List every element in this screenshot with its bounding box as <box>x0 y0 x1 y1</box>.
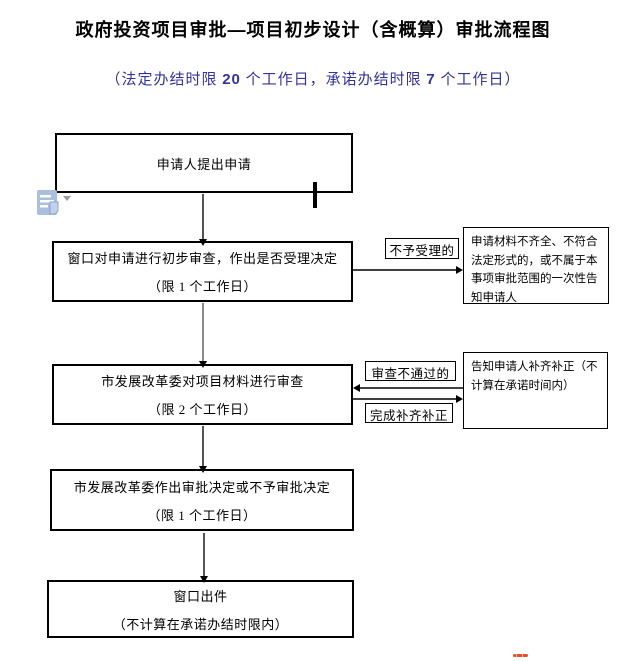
page-subtitle: （法定办结时限 20 个工作日，承诺办结时限 7 个工作日） <box>0 68 626 89</box>
connector-arrow-right-complete <box>353 394 463 403</box>
flow-box-decision-line2: （限 1 个工作日） <box>147 507 257 523</box>
subtitle-part1: （法定办结时限 <box>105 72 223 88</box>
connector-arrow-down-3 <box>199 426 207 473</box>
flow-box-decision-line1: 市发展改革委作出审批决定或不予审批决定 <box>73 479 331 495</box>
flow-box-material-review-line2: （限 2 个工作日） <box>147 402 257 417</box>
connector-arrow-down-1 <box>199 194 207 246</box>
arrowhead-down-icon <box>199 466 207 473</box>
chevron-down-icon <box>63 196 71 201</box>
label-not-accepted: 不予受理的 <box>385 238 459 259</box>
arrowhead-right-icon <box>456 265 463 274</box>
arrowhead-right-icon <box>456 394 463 403</box>
label-supplement-done: 完成补齐补正 <box>365 403 453 423</box>
spellcheck-squiggle-mark <box>513 654 528 657</box>
side-note-supplement: 告知申请人补齐补正（不计算在承诺时间内） <box>463 352 608 429</box>
subtitle-part3: 个工作日） <box>435 72 521 88</box>
side-note-supplement-text: 告知申请人补齐补正（不计算在承诺时间内） <box>471 361 598 392</box>
subtitle-days-legal: 20 <box>222 71 241 88</box>
paste-options-icon <box>37 190 71 215</box>
label-review-failed-text: 审查不通过的 <box>371 367 450 381</box>
label-supplement-done-text: 完成补齐补正 <box>369 409 448 423</box>
page-title: 政府投资项目审批—项目初步设计（含概算）审批流程图 <box>75 20 551 40</box>
flow-box-decision: 市发展改革委作出审批决定或不予审批决定 （限 1 个工作日） <box>50 469 354 531</box>
connector-arrow-left-fail <box>353 383 463 392</box>
flow-box-output-line1: 窗口出件 <box>173 588 228 604</box>
flow-box-window-review-line2: （限 1 个工作日） <box>147 279 257 294</box>
arrowhead-down-icon <box>199 361 207 368</box>
arrowhead-down-icon <box>199 239 207 246</box>
paste-options-button[interactable] <box>34 188 74 218</box>
flow-box-material-review: 市发展改革委对项目材料进行审查 （限 2 个工作日） <box>52 364 353 425</box>
arrowhead-left-icon <box>353 383 360 392</box>
flow-box-window-review: 窗口对申请进行初步审查，作出是否受理决定 （限 1 个工作日） <box>52 241 353 302</box>
arrowhead-down-icon <box>200 576 208 583</box>
flow-box-material-review-line1: 市发展改革委对项目材料进行审查 <box>101 374 304 389</box>
flow-box-output: 窗口出件 （不计算在承诺办结时限内） <box>47 580 354 638</box>
label-not-accepted-text: 不予受理的 <box>389 244 455 258</box>
connector-arrow-down-2 <box>199 303 207 368</box>
label-review-failed: 审查不通过的 <box>365 361 456 381</box>
side-note-reject-text: 申请材料不齐全、不符合法定形式的，或不属于本事项审批范围的一次性告知申请人 <box>471 236 598 304</box>
flow-box-output-line2: （不计算在承诺办结时限内） <box>112 616 289 632</box>
side-note-reject: 申请材料不齐全、不符合法定形式的，或不属于本事项审批范围的一次性告知申请人 <box>463 227 609 304</box>
subtitle-days-promise: 7 <box>426 71 436 88</box>
flow-box-window-review-line1: 窗口对申请进行初步审查，作出是否受理决定 <box>67 251 338 266</box>
subtitle-part2: 个工作日，承诺办结时限 <box>240 72 427 88</box>
text-cursor-mark <box>313 182 317 208</box>
connector-arrow-right-reject <box>353 265 463 274</box>
flow-box-apply-text: 申请人提出申请 <box>156 156 252 172</box>
flow-box-apply: 申请人提出申请 <box>55 133 353 193</box>
connector-arrow-down-4 <box>200 533 208 583</box>
